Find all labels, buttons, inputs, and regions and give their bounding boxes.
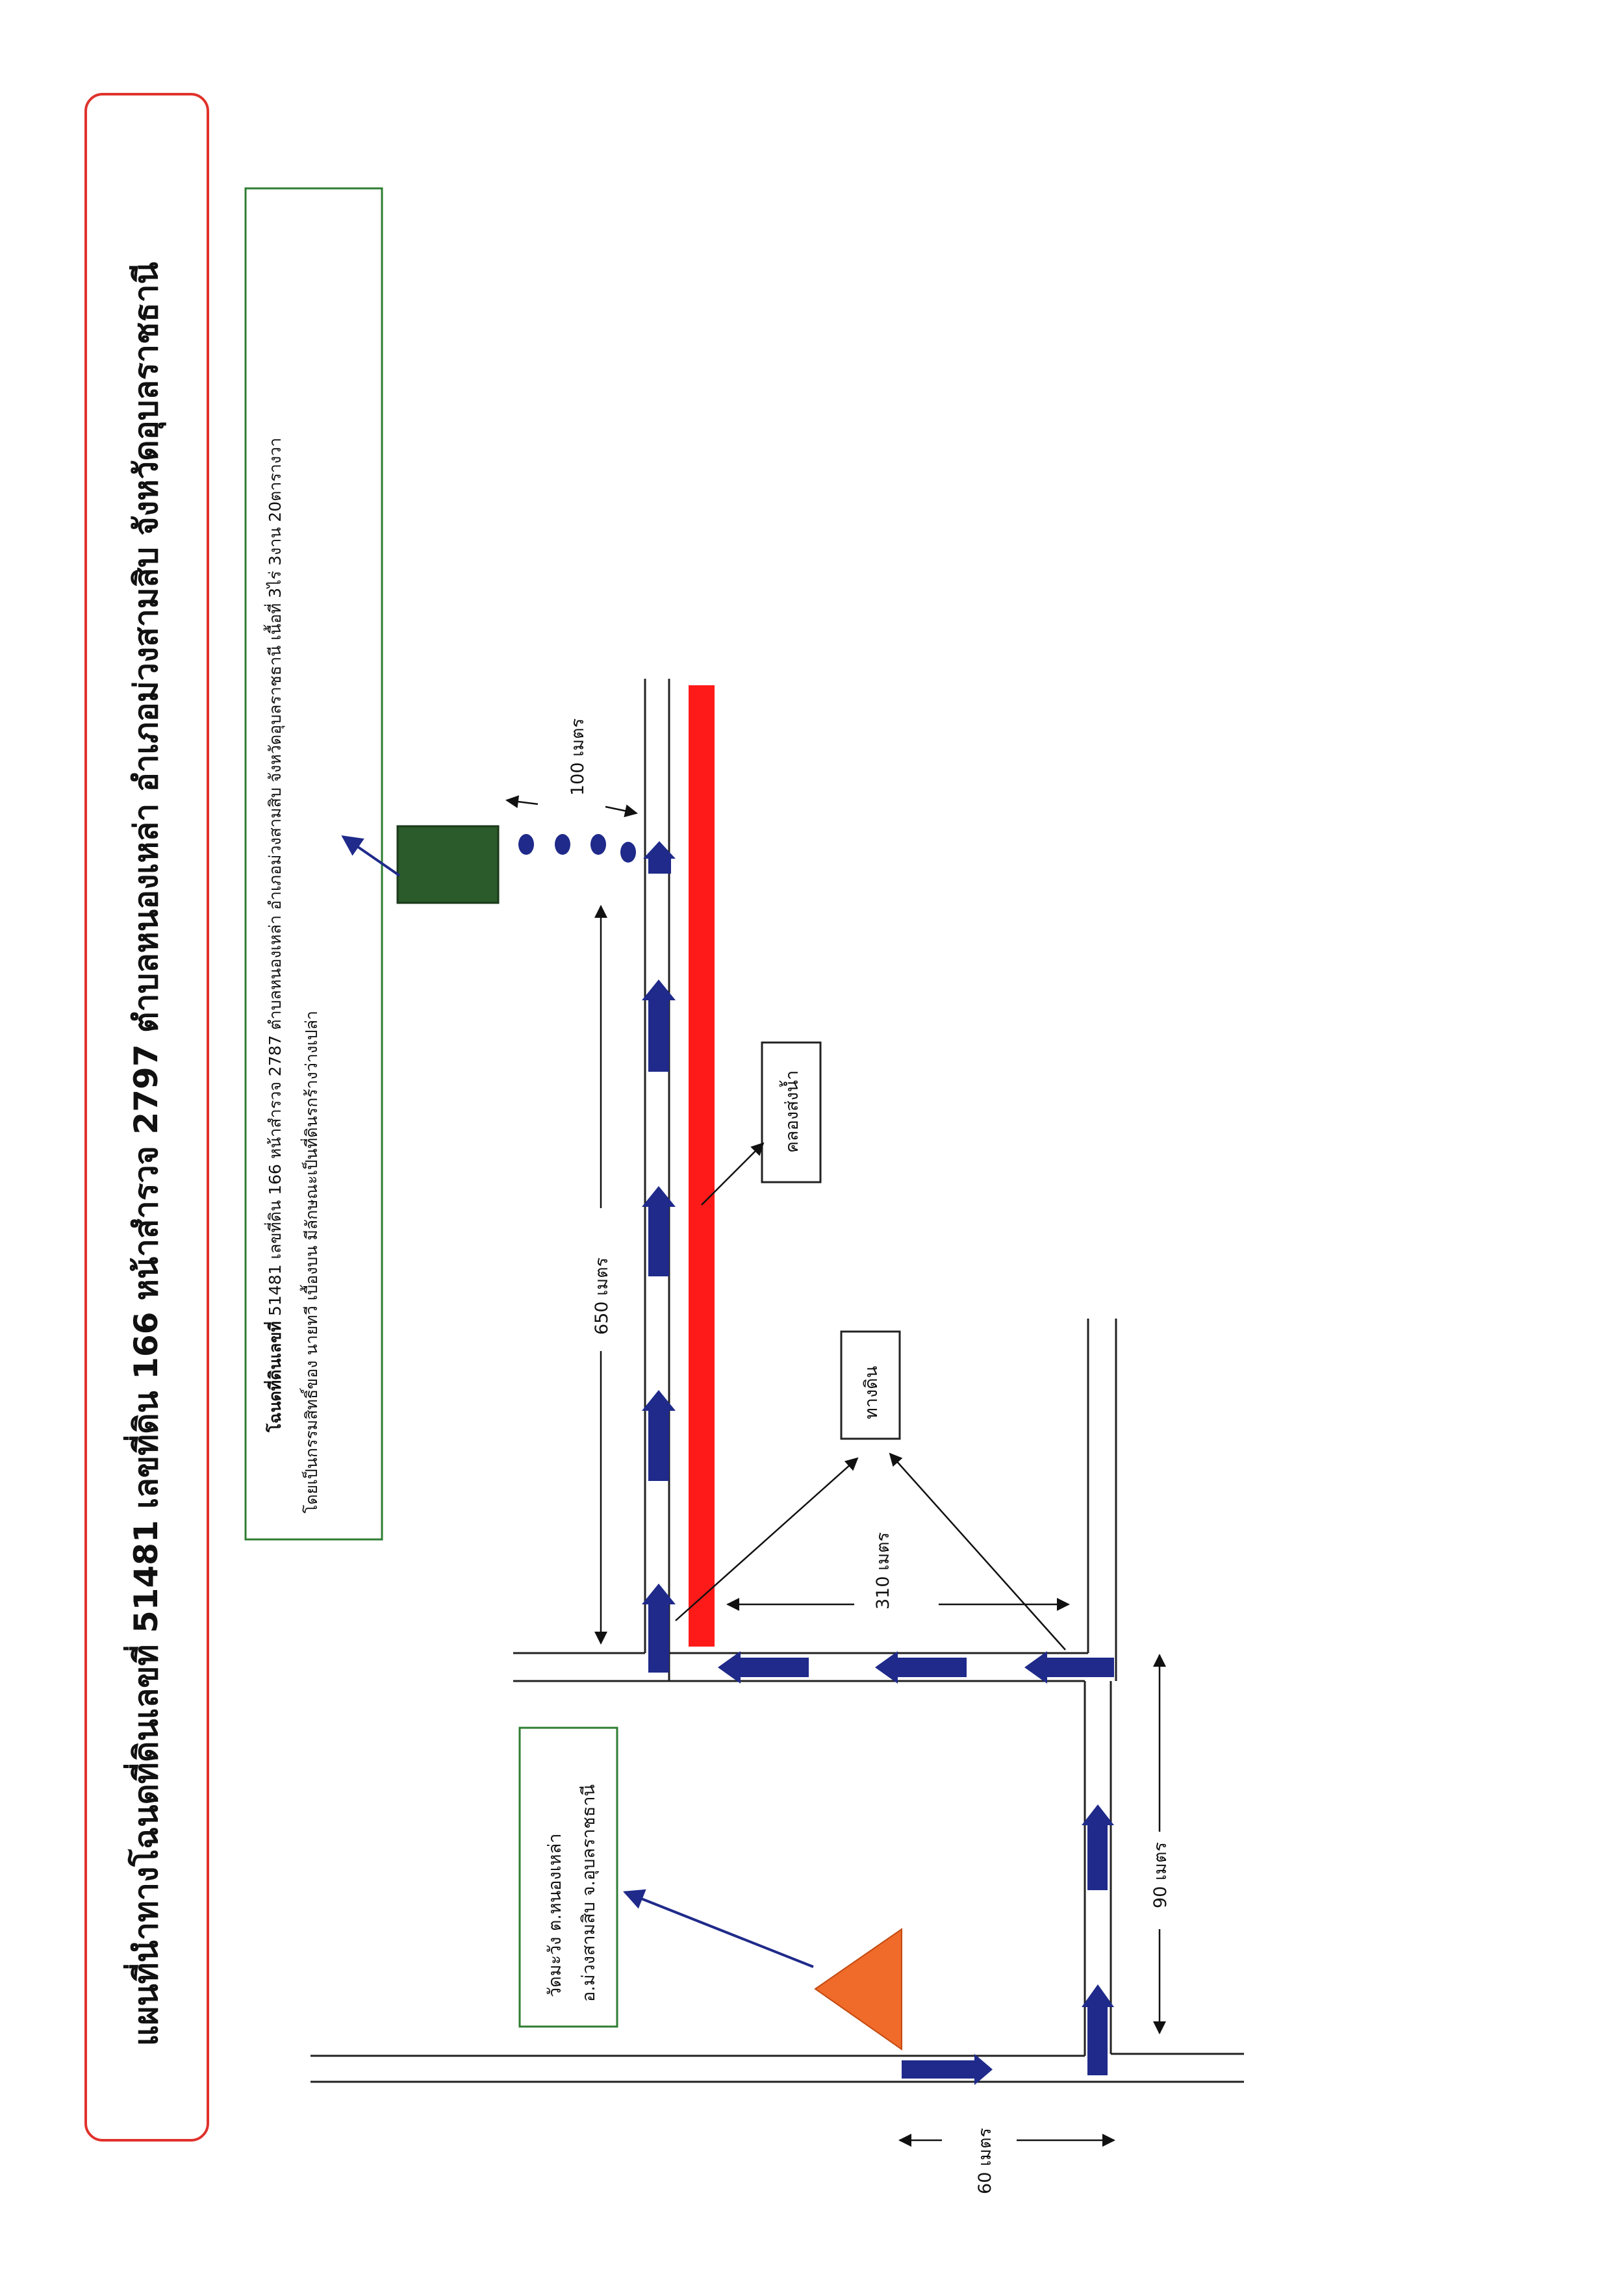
route-dot <box>518 834 534 855</box>
info-line-1: โฉนดที่ดินเลขที่ 51481 เลขที่ดิน 166 หน้… <box>263 438 285 1433</box>
info-line-1-rest: 51481 เลขที่ดิน 166 หน้าสำรวจ 2787 ตำบลห… <box>263 438 285 1321</box>
dirt-road-pointer-arrow-2 <box>889 1452 1066 1650</box>
route-dot <box>620 842 636 863</box>
dirt-road-label-box <box>840 1330 901 1440</box>
temple-pointer-arrow <box>623 1889 814 1968</box>
dirt-road-pointer-arrow-1 <box>675 1457 859 1621</box>
info-heading: โฉนดที่ดินเลขที่ <box>264 1321 285 1433</box>
direction-arrow-left <box>1024 1651 1114 1684</box>
distance-650-label: 650 เมตร <box>592 1258 612 1335</box>
temple-label-box <box>518 1726 618 2028</box>
distance-100-arrow-bottom <box>605 804 638 818</box>
temple-label-line-2: อ.ม่วงสามสิบ จ.อุบลราชธานี <box>579 1784 600 2002</box>
direction-arrow-up <box>1082 1984 1114 2075</box>
plot-pointer-arrow <box>341 835 401 877</box>
direction-arrow-up <box>643 841 676 874</box>
title-frame <box>84 93 209 2142</box>
plot-marker <box>396 825 500 904</box>
temple-label-line-1: วัดมะวัง ต.หนองเหล่า <box>545 1834 565 1997</box>
distance-60-label: 60 เมตร <box>975 2128 995 2194</box>
distance-100-label: 100 เมตร <box>568 718 588 796</box>
direction-arrow-up <box>642 1390 676 1481</box>
direction-arrow-left <box>718 1651 809 1684</box>
route-dot <box>555 834 570 855</box>
route-dot <box>590 834 606 855</box>
direction-arrow-up <box>1082 1804 1114 1890</box>
direction-arrow-up <box>642 1584 676 1673</box>
canal <box>689 685 715 1647</box>
direction-arrow-left <box>875 1651 967 1684</box>
info-line-2: โดยเป็นกรรมสิทธิ์ของ นายทวี เบื้องบน มีล… <box>299 1011 321 1513</box>
temple-marker <box>814 1928 902 2051</box>
page-title: แผนที่นำทางโฉนดที่ดินเลขที่ 51481 เลขที่… <box>123 262 166 2046</box>
distance-90-label: 90 เมตร <box>1150 1842 1171 1908</box>
canal-pointer-arrow <box>701 1142 765 1206</box>
canal-label-box <box>761 1041 822 1183</box>
distance-310-label: 310 เมตร <box>873 1532 893 1610</box>
distance-100-arrow-top <box>505 795 539 809</box>
direction-arrow-up <box>642 1186 676 1276</box>
dirt-road-label: ทางดิน <box>861 1366 882 1419</box>
direction-arrow-right <box>902 2054 993 2085</box>
direction-arrow-up <box>642 980 676 1072</box>
canal-label: คลองส่งน้ำ <box>779 1070 802 1153</box>
